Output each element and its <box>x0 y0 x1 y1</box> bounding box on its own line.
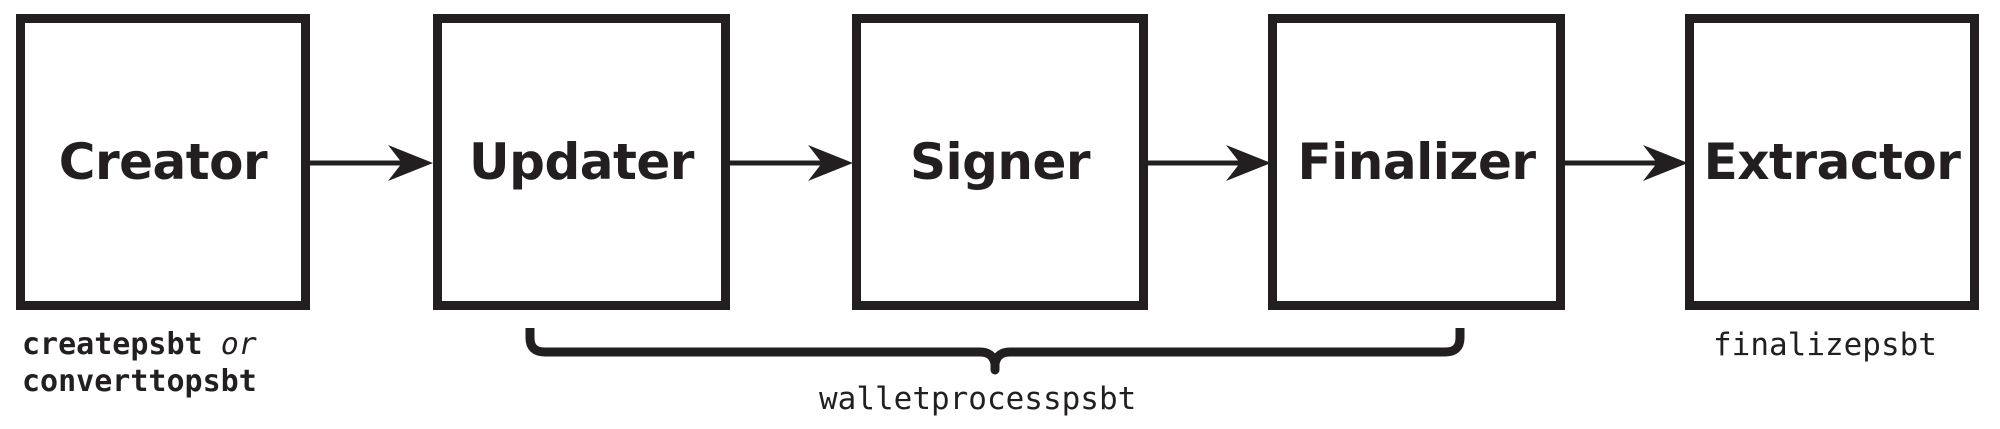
arrow-icon-creator-to-updater <box>310 145 433 181</box>
caption-creator-line1: createpsbt or <box>22 327 257 364</box>
stage-box-extractor: Extractor <box>1685 14 1979 310</box>
arrow-icon-finalizer-to-extractor <box>1565 145 1688 181</box>
caption-extractor: finalizepsbt <box>1713 327 1937 363</box>
stage-label-updater: Updater <box>469 133 694 191</box>
caption-createpsbt: createpsbt <box>22 327 203 362</box>
stage-label-extractor: Extractor <box>1703 133 1961 191</box>
caption-or: or <box>220 327 257 362</box>
arrow-icon-updater-to-signer <box>730 145 853 181</box>
caption-converttopsbt: converttopsbt <box>22 363 257 399</box>
stage-label-creator: Creator <box>58 133 268 191</box>
stage-label-signer: Signer <box>909 133 1091 191</box>
stage-box-updater: Updater <box>433 14 730 310</box>
caption-brace-label: walletprocesspsbt <box>819 381 1137 417</box>
stage-box-finalizer: Finalizer <box>1268 14 1565 310</box>
group-brace <box>525 328 1465 375</box>
caption-creator: createpsbt or converttopsbt <box>22 327 257 400</box>
stage-label-finalizer: Finalizer <box>1297 133 1536 191</box>
stage-box-creator: Creator <box>16 14 310 310</box>
arrow-icon-signer-to-finalizer <box>1148 145 1271 181</box>
stage-box-signer: Signer <box>852 14 1148 310</box>
